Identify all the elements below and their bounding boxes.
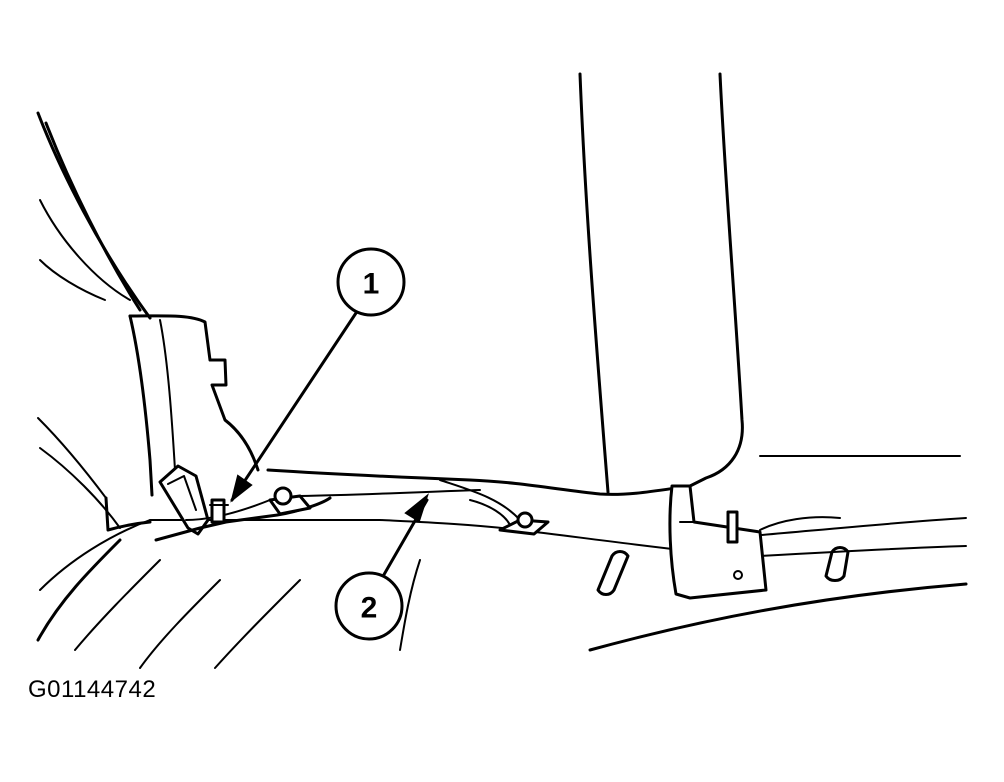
callout-1-number: 1	[363, 268, 380, 301]
callout-2-arrowhead	[404, 493, 429, 523]
seat-back	[578, 72, 744, 494]
nut	[273, 486, 293, 506]
bolt-head	[210, 498, 226, 524]
right-seat-track-bracket	[668, 484, 768, 600]
figure-id-label: G01144742	[28, 676, 157, 703]
floor-pan	[36, 417, 968, 669]
seat-cushion-bottom-edge	[266, 468, 692, 526]
callout-2-circle	[334, 571, 404, 641]
right-bracket-stud	[726, 510, 739, 544]
left-trim-panel	[36, 111, 260, 497]
callout-1: 1	[230, 247, 406, 503]
left-seat-track-bracket	[154, 464, 332, 542]
callout-1-arrowhead	[230, 474, 253, 503]
callout-2: 2	[334, 493, 429, 641]
floor-slot-left	[596, 550, 630, 596]
callout-2-number: 2	[361, 592, 378, 625]
callout-1-leader	[230, 308, 360, 502]
floor-slot-right	[824, 546, 850, 582]
center-floor-nut	[498, 511, 550, 536]
callout-1-circle	[336, 247, 406, 317]
